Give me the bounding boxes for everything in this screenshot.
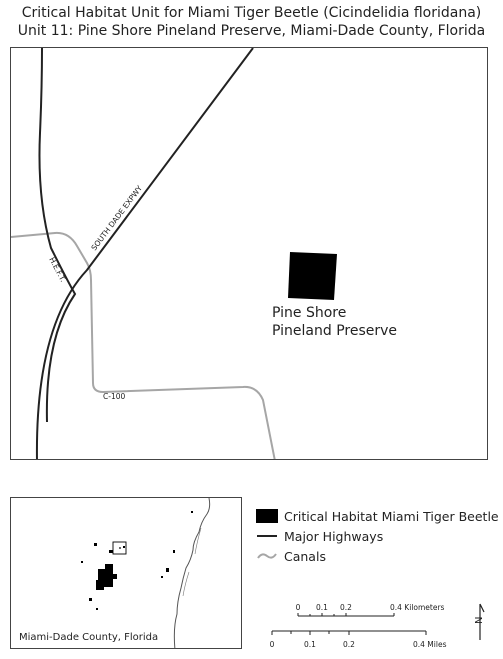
svg-text:0.4 Kilometers: 0.4 Kilometers (390, 603, 445, 612)
svg-text:0.1: 0.1 (316, 603, 328, 612)
north-letter: N (474, 617, 485, 624)
inset-locator-map[interactable]: Miami-Dade County, Florida (10, 497, 242, 649)
hefte-highway-line (38, 48, 77, 423)
svg-text:0: 0 (296, 603, 301, 612)
inset-location-box (112, 541, 127, 555)
svg-text:0.2: 0.2 (340, 603, 352, 612)
gray-line-icon (256, 549, 278, 563)
inset-habitat-polygons (81, 511, 193, 610)
main-map-frame[interactable]: SOUTH DADE EXPWY H.E.F.T. C-100 Pine Sho… (10, 47, 488, 460)
preserve-label-line-2: Pineland Preserve (272, 323, 397, 339)
inset-map-canvas (81, 498, 211, 648)
expressway-label: SOUTH DADE EXPWY (89, 183, 144, 252)
svg-text:0.2: 0.2 (343, 640, 355, 649)
svg-text:0.4 Miles: 0.4 Miles (413, 640, 447, 649)
legend-label: Canals (284, 548, 326, 564)
black-line-icon (256, 529, 278, 543)
legend-item-major-highways: Major Highways (256, 527, 383, 545)
map-title-line-2: Unit 11: Pine Shore Pineland Preserve, M… (17, 23, 486, 39)
inset-label: Miami-Dade County, Florida (19, 632, 159, 643)
preserve-label-line-1: Pine Shore (272, 305, 346, 321)
svg-text:0.1: 0.1 (304, 640, 316, 649)
legend-label: Critical Habitat Miami Tiger Beetle (284, 508, 499, 524)
canal-c100-line (11, 231, 276, 459)
legend-item-canals: Canals (256, 547, 326, 565)
scale-bar: 0 0.1 0.2 0.4 Kilometers 0 0.1 0.2 0.4 M… (270, 603, 447, 649)
map-title-line-1: Critical Habitat Unit for Miami Tiger Be… (21, 5, 482, 21)
legend-label: Major Highways (284, 528, 384, 544)
legend-item-critical-habitat: Critical Habitat Miami Tiger Beetle (256, 507, 499, 525)
svg-text:0: 0 (270, 640, 275, 649)
hefte-label: H.E.F.T. (47, 256, 67, 284)
south-dade-expwy-line (35, 48, 254, 459)
critical-habitat-polygon[interactable] (288, 252, 337, 300)
black-fill-icon (256, 509, 278, 523)
main-map-canvas: SOUTH DADE EXPWY H.E.F.T. C-100 Pine Sho… (11, 48, 397, 459)
north-arrow-icon: N (474, 603, 485, 640)
inset-coastline (173, 498, 211, 648)
canal-c100-label: C-100 (103, 392, 125, 401)
